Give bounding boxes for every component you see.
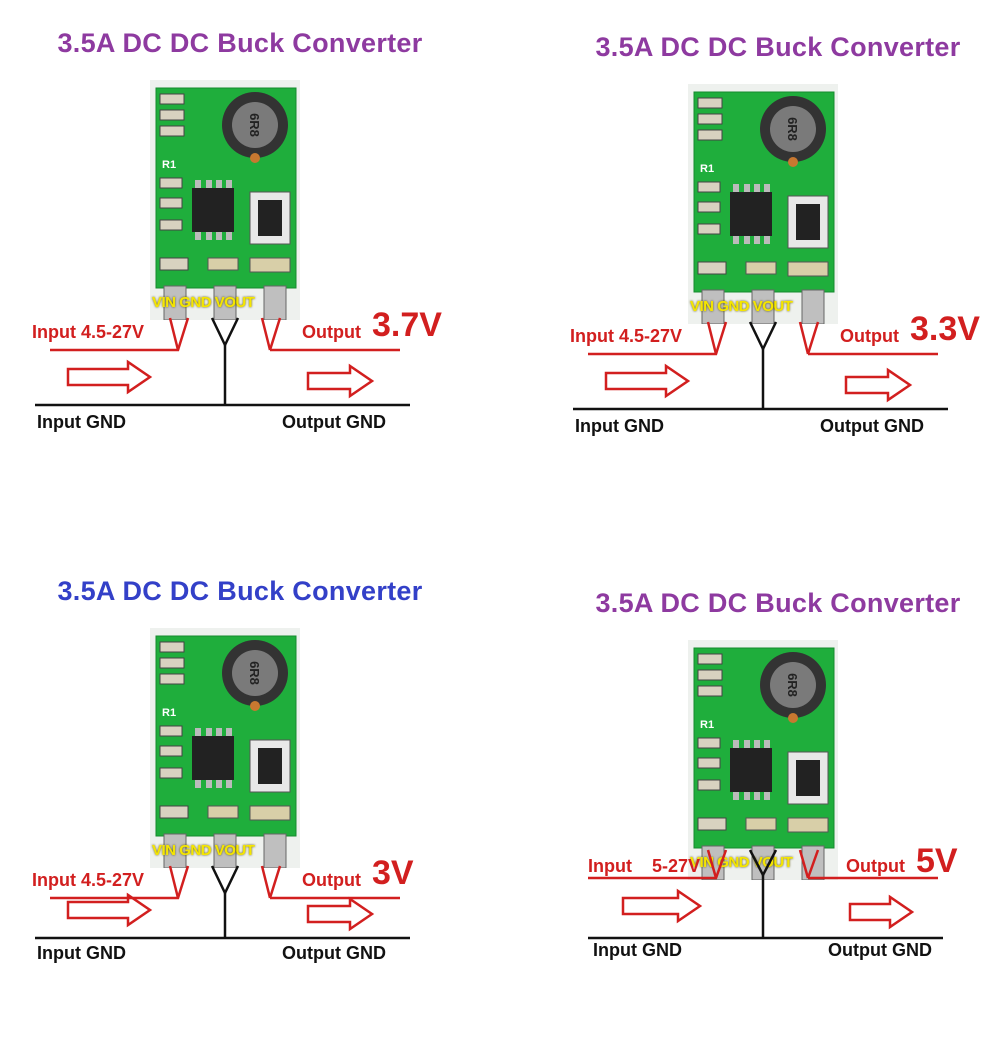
inductor-mark: 6R8 [247,661,262,685]
output-gnd-label: Output GND [828,940,932,960]
ic-chip [730,184,772,244]
pin-vin: VIN [152,294,176,311]
pin-labels: VIN GND VOUT [152,294,255,311]
inductor-mark: 6R8 [785,117,800,141]
input-gnd-label: Input GND [575,416,664,436]
inductor-icon [760,96,826,167]
inductor-icon [760,652,826,723]
wiring-diagram [35,865,410,940]
input-gnd-label: Input GND [37,412,126,432]
diode [787,195,829,249]
output-gnd-label: Output GND [820,416,924,436]
pin-labels: VIN GND VOUT [152,842,255,859]
outline-right-arrow-icon [604,363,691,399]
pcb-module: R1 6R8 [150,628,300,868]
pin-labels: VIN GND VOUT [690,854,793,871]
input-voltage-label: Input 5-27V [588,856,701,876]
outline-right-arrow-icon [306,896,375,932]
pin-gnd: GND [179,842,212,859]
output-label: Output [846,856,905,876]
pin-labels: VIN GND VOUT [690,298,793,315]
panel-title: 3.5A DC DC Buck Converter [595,32,961,62]
output-voltage: 5V [916,842,958,880]
ic-chip [192,180,234,240]
panel-title: 3.5A DC DC Buck Converter [57,576,423,606]
ic-chip [730,740,772,800]
wiring-diagram [588,849,943,940]
panel-title: 3.5A DC DC Buck Converter [57,28,423,58]
outline-right-arrow-icon [66,892,153,928]
pin-gnd: GND [179,294,212,311]
input-voltage-label: Input 4.5-27V [32,322,145,342]
pin-vout: VOUT [752,854,793,871]
resistor-mark: R1 [700,719,714,731]
pcb-module: R1 6R8 [150,80,300,320]
header-pins [163,285,287,320]
input-voltage-label: Input 4.5-27V [570,326,683,346]
panel-top-right: 3.5A DC DC Buck Converter R1 6R8 [538,4,1000,504]
input-voltage-label: Input 4.5-27V [32,870,145,890]
ic-chip [192,728,234,788]
inductor-icon [222,92,288,163]
panel-title: 3.5A DC DC Buck Converter [595,588,961,618]
diode [249,739,291,793]
pin-vin: VIN [690,298,714,315]
output-label: Output [302,870,361,890]
pin-vout: VOUT [214,842,255,859]
pcb-module: R1 6R8 [688,84,838,324]
panel-top-left: 3.5A DC DC Buck Converter R1 6R8 [0,0,500,500]
pin-gnd: GND [717,298,750,315]
inductor-icon [222,640,288,711]
panel-bottom-right: 3.5A DC DC Buck Converter R1 6R8 [538,560,1000,1060]
inductor-mark: 6R8 [785,673,800,697]
diode [249,191,291,245]
resistor-mark: R1 [162,707,176,719]
input-gnd-label: Input GND [593,940,682,960]
output-label: Output [840,326,899,346]
diode [787,751,829,805]
output-label: Output [302,322,361,342]
pin-vin: VIN [690,854,714,871]
outline-right-arrow-icon [306,363,375,399]
outline-right-arrow-icon [844,367,913,403]
outline-right-arrow-icon [621,888,703,924]
inductor-mark: 6R8 [247,113,262,137]
pin-gnd: GND [717,854,750,871]
resistor-mark: R1 [162,159,176,171]
output-gnd-label: Output GND [282,943,386,963]
output-voltage: 3.3V [910,310,980,348]
pcb-module: R1 6R8 [688,640,838,880]
pin-vout: VOUT [752,298,793,315]
outline-right-arrow-icon [66,359,153,395]
output-gnd-label: Output GND [282,412,386,432]
panel-bottom-left: 3.5A DC DC Buck Converter R1 6R8 [0,548,500,1048]
wiring-diagram [35,317,410,407]
pin-vout: VOUT [214,294,255,311]
outline-right-arrow-icon [848,894,915,930]
pin-vin: VIN [152,842,176,859]
output-voltage: 3V [372,854,414,892]
smd-resistor-column [159,93,189,271]
output-voltage: 3.7V [372,306,442,344]
resistor-mark: R1 [700,163,714,175]
input-gnd-label: Input GND [37,943,126,963]
wiring-diagram [573,321,948,411]
capacitor-row [207,257,291,273]
